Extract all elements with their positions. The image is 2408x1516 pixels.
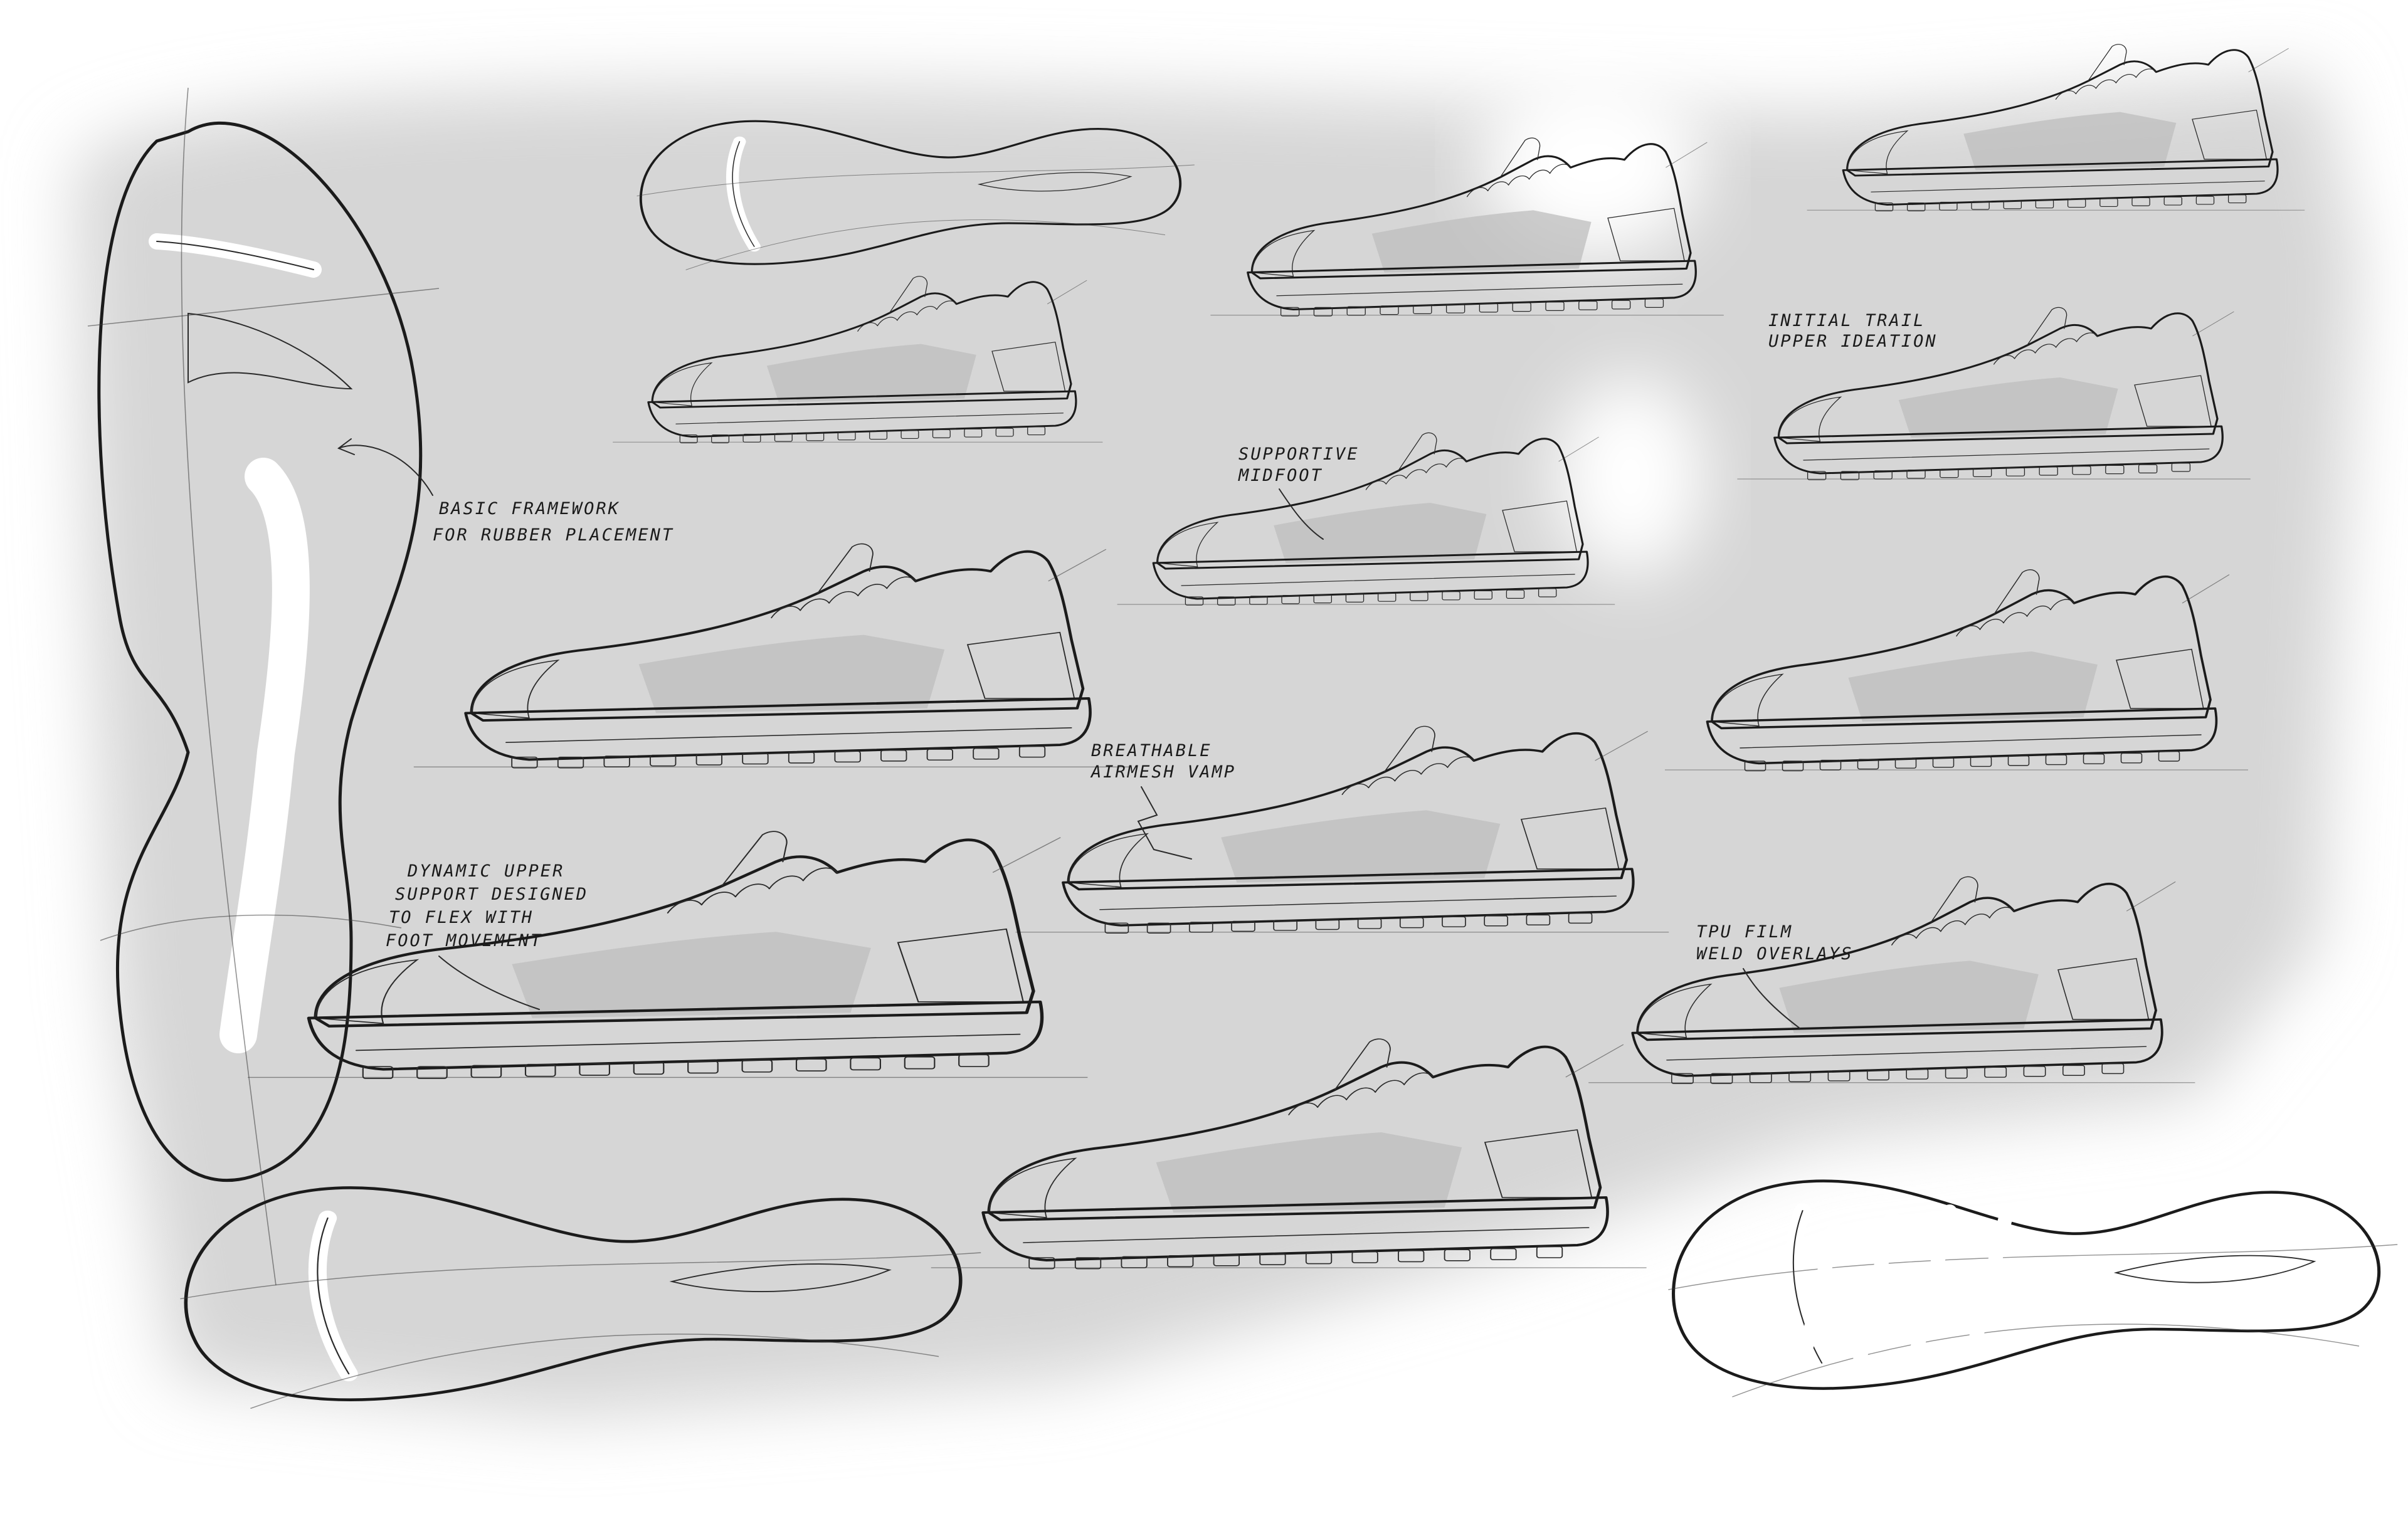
marker-background (75, 75, 2358, 1417)
annotation-trail-ideation: INITIAL TRAIL UPPER IDEATION (1768, 311, 1938, 351)
annotation-line: MIDFOOT (1238, 466, 1323, 485)
annotation-supportive-midfoot: SUPPORTIVE MIDFOOT (1238, 445, 1360, 540)
annotation-line: TPU FILM (1696, 922, 1793, 942)
annotation-line: DYNAMIC UPPER (407, 861, 564, 881)
annotation-line: BASIC FRAMEWORK (439, 499, 620, 518)
annotation-line: SUPPORTIVE (1238, 445, 1360, 464)
outsole-sketch-vertical (87, 87, 440, 1286)
annotation-line: INITIAL TRAIL (1768, 311, 1925, 330)
annotation-line: FOOT MOVEMENT (386, 931, 542, 950)
annotation-line: SUPPORT DESIGNED (395, 885, 588, 904)
annotation-rubber-placement: BASIC FRAMEWORK FOR RUBBER PLACEMENT (337, 438, 674, 545)
annotation-tpu-overlays: TPU FILM WELD OVERLAYS (1696, 922, 1853, 1029)
annotation-dynamic-upper: DYNAMIC UPPER SUPPORT DESIGNED TO FLEX W… (386, 861, 588, 1010)
annotation-line: WELD OVERLAYS (1696, 944, 1853, 964)
annotation-line: AIRMESH VAMP (1090, 762, 1236, 782)
annotation-line: TO FLEX WITH (389, 908, 534, 927)
annotation-line: FOR RUBBER PLACEMENT (433, 525, 674, 545)
annotation-line: UPPER IDEATION (1768, 332, 1938, 351)
annotation-airmesh-vamp: BREATHABLE AIRMESH VAMP (1090, 741, 1236, 860)
annotation-line: BREATHABLE (1091, 741, 1212, 761)
outsole-sketch-bottom-right (1668, 1181, 2397, 1397)
